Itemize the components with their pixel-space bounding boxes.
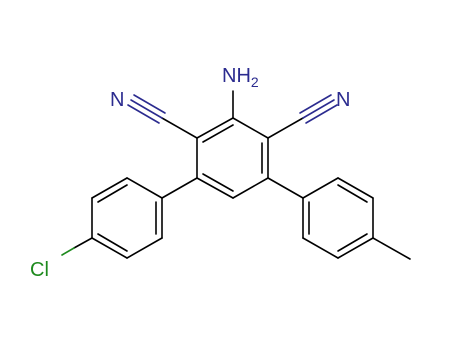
bond <box>202 173 234 192</box>
chlorine-bond <box>61 247 75 256</box>
nitrile-bond <box>267 117 304 139</box>
methyl-bond <box>372 237 411 260</box>
amino-label: NH2 <box>222 65 259 90</box>
chlorophenyl-ring <box>91 177 163 259</box>
central-ring <box>196 117 269 199</box>
bond <box>232 177 269 199</box>
chlorine-bond <box>73 237 93 249</box>
bond <box>202 124 234 143</box>
nitrile-nitrogen-label: N <box>336 89 350 111</box>
aryl-link-bond <box>161 177 198 199</box>
bond <box>196 117 234 139</box>
nitrile-triple-bond <box>127 94 166 124</box>
aryl-link-bond <box>267 177 304 199</box>
nitrile-nitrogen-label: N <box>110 89 124 111</box>
bond <box>232 117 269 139</box>
bond <box>196 177 234 199</box>
chlorine-label: Cl <box>30 259 49 281</box>
tolyl-ring <box>302 177 374 259</box>
nitrile-bond <box>161 117 198 139</box>
nitrile-triple-bond <box>299 94 338 124</box>
